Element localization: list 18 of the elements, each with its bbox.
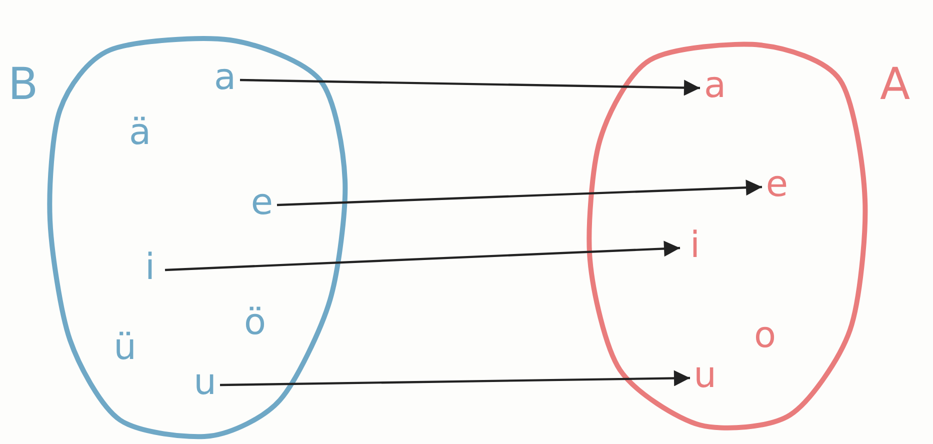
set-label: A xyxy=(880,60,910,110)
set-element: u xyxy=(190,363,220,407)
set-element: a xyxy=(210,58,240,102)
arrow xyxy=(240,78,700,96)
set-element: i xyxy=(135,248,165,292)
set-element: ä xyxy=(125,113,155,157)
set-label: B xyxy=(8,60,38,110)
arrow xyxy=(276,180,762,206)
arrow xyxy=(220,370,690,386)
arrow xyxy=(164,240,680,272)
set-element: e xyxy=(247,183,277,227)
set-element: ü xyxy=(110,328,140,372)
set-element: a xyxy=(700,66,730,110)
set-element: o xyxy=(750,316,780,360)
set-element: ö xyxy=(240,303,270,347)
set-element: u xyxy=(690,356,720,400)
set-element: e xyxy=(762,165,792,209)
set-element: i xyxy=(680,226,710,270)
